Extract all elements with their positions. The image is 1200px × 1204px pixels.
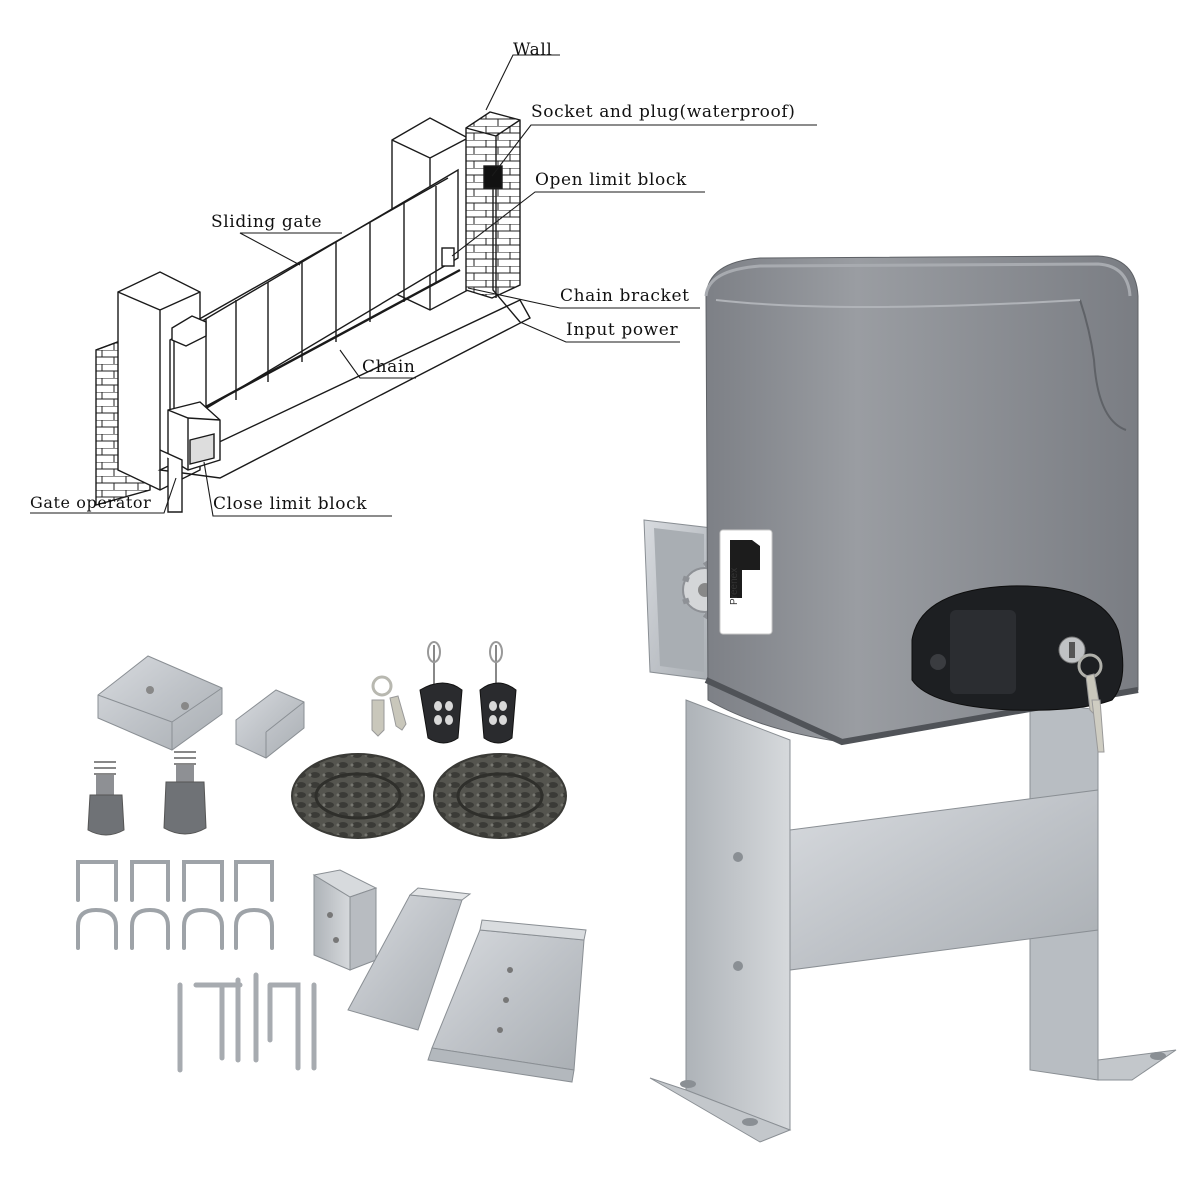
label-wall: Wall xyxy=(513,40,553,60)
remote-control-1 xyxy=(419,641,463,744)
open-limit-block-shape xyxy=(441,247,455,267)
label-chain-bracket: Chain bracket xyxy=(560,286,690,306)
mounting-plate-small xyxy=(235,689,305,759)
gate-operator-small xyxy=(159,401,221,513)
label-open-limit-block: Open limit block xyxy=(535,170,687,190)
label-close-limit-block: Close limit block xyxy=(213,494,368,514)
limit-stopper-2 xyxy=(163,751,207,835)
u-bolts xyxy=(76,860,274,950)
label-socket-plug: Socket and plug(waterproof) xyxy=(531,102,796,122)
brand-logo-icon xyxy=(730,540,760,598)
socket-box xyxy=(483,165,503,189)
label-gate-operator: Gate operator xyxy=(30,493,152,512)
chain-coil-1 xyxy=(291,753,425,839)
label-input-power: Input power xyxy=(566,320,679,340)
gate-track xyxy=(157,299,531,479)
key-pair xyxy=(371,675,407,737)
sliding-gate-frame xyxy=(169,168,459,432)
mounting-plate-large xyxy=(97,655,223,751)
power-cable xyxy=(492,188,521,323)
installation-diagram xyxy=(30,54,817,517)
gate-top-block xyxy=(171,315,207,347)
brand-label xyxy=(719,529,773,635)
brand-name: Preenex xyxy=(729,567,740,605)
label-sliding-gate: Sliding gate xyxy=(211,212,323,232)
l-bolts xyxy=(177,972,317,1073)
gate-operator-motor xyxy=(643,255,1177,1143)
angle-bracket xyxy=(312,869,378,971)
mounting-stand xyxy=(649,699,1177,1143)
accessories-kit xyxy=(76,641,587,1083)
release-cover xyxy=(911,585,1124,711)
label-chain: Chain xyxy=(362,357,416,377)
gear-mount-plate xyxy=(643,519,713,681)
gate-chain-line xyxy=(199,268,461,412)
remote-control-2 xyxy=(479,641,517,744)
channel-bracket xyxy=(427,919,587,1083)
hanging-keys xyxy=(1077,653,1105,753)
limit-stopper-1 xyxy=(87,761,125,836)
chain-coil-2 xyxy=(433,753,567,839)
leader-lines xyxy=(30,54,817,517)
flat-bracket xyxy=(347,887,472,1031)
lock-keyhole-icon xyxy=(1058,636,1086,664)
